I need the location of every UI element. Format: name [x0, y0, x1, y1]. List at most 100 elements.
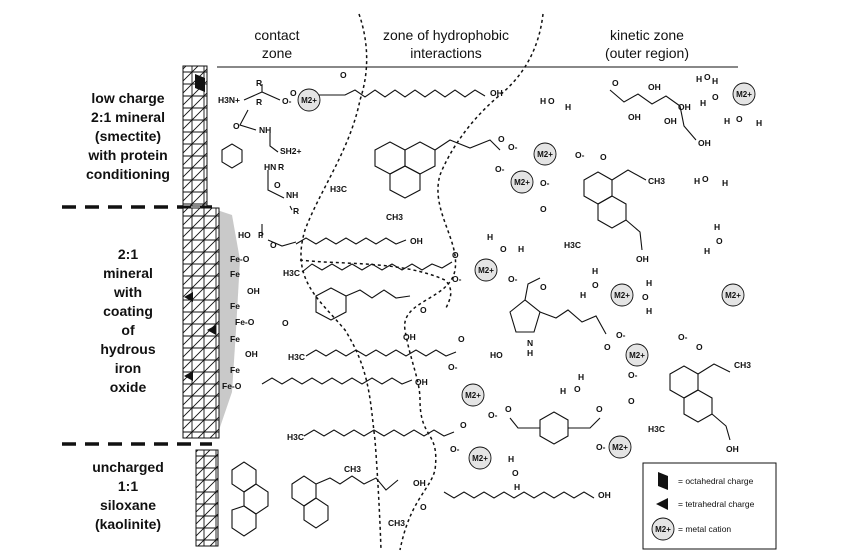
side-chain	[524, 277, 607, 335]
oxygen-label: O	[540, 204, 547, 214]
nitrogen-label: N	[527, 338, 533, 348]
aromatic-ring	[315, 287, 347, 321]
legend-tetrahedral-label: = tetrahedral charge	[678, 499, 755, 509]
tetrahedral-charge-icon	[184, 371, 193, 381]
oxygen-label: O	[233, 121, 240, 131]
hydroxyl-label: OH	[664, 116, 677, 126]
aromatic-ring	[669, 365, 699, 399]
r-group-label: R	[256, 97, 262, 107]
water-h: H	[565, 102, 571, 112]
oxygen-label: O	[498, 134, 505, 144]
alkyl-chain	[295, 237, 407, 245]
hydroxymethyl-chain	[625, 219, 643, 251]
cation-label: M2+	[612, 443, 628, 452]
carboxylate-label: O-	[575, 150, 585, 160]
iron-oxide-label-5: of	[121, 322, 135, 338]
oxygen-label: O	[340, 70, 347, 80]
water-molecule: HOH	[642, 278, 652, 316]
metal-cation: M2+	[468, 446, 492, 470]
hydroxyl-label: OH	[628, 112, 641, 122]
cation-label: M2+	[465, 391, 481, 400]
iron-oxide-coating	[217, 210, 240, 436]
hydroxyl-label: OH	[726, 444, 739, 454]
contact-zone-header-line2: zone	[262, 45, 293, 61]
metal-cation: M2+	[461, 383, 485, 407]
smectite-label-5: conditioning	[86, 166, 170, 182]
water-o: O	[704, 72, 711, 82]
tetrahedral-charge-icon	[184, 292, 193, 302]
water-h: H	[518, 244, 524, 254]
water-molecule: HOH	[580, 266, 599, 300]
oxygen-label: O	[290, 88, 297, 98]
smectite-label-1: low charge	[91, 90, 164, 106]
hydroxyl-label: OH	[698, 138, 711, 148]
metal-cation: M2+	[297, 88, 321, 112]
oxygen-label: O	[460, 420, 467, 430]
cation-label: M2+	[725, 291, 741, 300]
water-h: H	[756, 118, 762, 128]
carboxylate-label: O-	[678, 332, 688, 342]
cation-label: M2+	[514, 178, 530, 187]
aromatic-ring	[404, 141, 436, 175]
iron-oxide-label-7: iron	[115, 360, 141, 376]
iron-oxygen-label: Fe-O	[235, 317, 255, 327]
water-o: O	[500, 244, 507, 254]
carboxylate-label: O-	[448, 362, 458, 372]
water-o: O	[512, 468, 519, 478]
iron-oxide-label-4: coating	[103, 303, 153, 319]
phosphorus-label: P	[258, 230, 264, 240]
water-h: H	[724, 116, 730, 126]
aromatic-ring	[539, 411, 569, 445]
metal-cation: M2+	[625, 343, 649, 367]
propyl-chain	[611, 169, 647, 181]
carboxylate-label: O-	[495, 164, 505, 174]
kaolinite-label-3: siloxane	[100, 497, 156, 513]
water-o: O	[736, 114, 743, 124]
carboxylate-label: O-	[508, 274, 518, 284]
water-h: H	[514, 482, 520, 492]
zone-headers: contact zone zone of hydrophobic interac…	[217, 27, 738, 68]
metal-cation: M2+	[608, 435, 632, 459]
metal-cation: M2+	[732, 82, 756, 106]
carboxylate-label: O-	[282, 96, 292, 106]
hydroxyl-label: HO	[490, 350, 503, 360]
side-chain	[434, 139, 501, 151]
iron-oxide-label-6: hydrous	[100, 341, 155, 357]
hydroxyl-label: OH	[490, 88, 503, 98]
water-h: H	[722, 178, 728, 188]
hydrophobic-zone-header-line1: zone of hydrophobic	[383, 27, 509, 43]
water-molecule: HOH	[508, 454, 520, 492]
aromatic-ring	[231, 461, 257, 493]
hydroxyl-label: HO	[238, 230, 251, 240]
fatty-acid-chains: O OH OH H3C O O- H3C O O- OH H3C O O- OH…	[261, 70, 611, 512]
carboxylate-label: O-	[488, 410, 498, 420]
oxygen-label: O	[452, 250, 459, 260]
oxygen-label: O	[540, 282, 547, 292]
octahedral-charge-icon	[658, 472, 668, 490]
water-h: H	[540, 96, 546, 106]
amide-label: NH	[286, 190, 298, 200]
hydroxyl-label: OH	[247, 286, 260, 296]
water-h: H	[487, 232, 493, 242]
iron-label: Fe	[230, 365, 240, 375]
amine-label: H3N+	[218, 95, 240, 105]
water-h: H	[694, 176, 700, 186]
water-o: O	[702, 174, 709, 184]
hydroxyl-label: OH	[403, 332, 416, 342]
cation-label: M2+	[614, 291, 630, 300]
methyl-label: H3C	[288, 352, 305, 362]
oxygen-label: O	[596, 404, 603, 414]
phenyl-ring	[221, 143, 243, 169]
kaolinite-mineral-column	[195, 449, 219, 547]
aromatic-ring	[291, 475, 317, 507]
legend-cation-symbol: M2+	[655, 525, 671, 534]
methyl-label: H3C	[287, 432, 304, 442]
water-h: H	[580, 290, 586, 300]
water-h: H	[696, 74, 702, 84]
iron-oxide-label-8: oxide	[110, 379, 147, 395]
methyl-label: CH3	[388, 518, 405, 528]
